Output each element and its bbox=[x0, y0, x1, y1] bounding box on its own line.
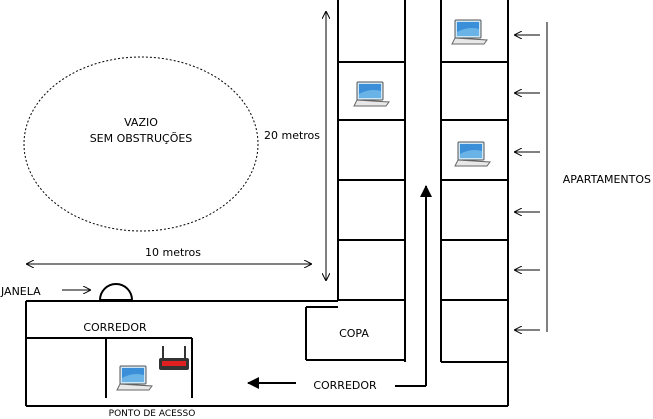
corridor-bottom-label: CORREDOR bbox=[313, 379, 377, 392]
apartments-label: APARTAMENTOS bbox=[563, 173, 651, 186]
building-walls bbox=[25, 0, 509, 407]
window-label: JANELA bbox=[0, 285, 41, 298]
empty-area-label-line1: VAZIO bbox=[124, 116, 158, 129]
laptop-icon bbox=[451, 19, 488, 45]
ten-meters-dimension: 10 metros bbox=[27, 246, 311, 264]
empty-area: VAZIO SEM OBSTRUÇÕES bbox=[23, 56, 259, 232]
twenty-meters-dimension: 20 metros bbox=[262, 12, 326, 280]
laptop-icon bbox=[116, 365, 153, 391]
window-icon bbox=[98, 283, 134, 301]
laptop-icon bbox=[353, 81, 390, 107]
twenty-meters-label: 20 metros bbox=[264, 129, 320, 142]
apartments-arrows: APARTAMENTOS bbox=[515, 22, 651, 332]
corridor-left-label: CORREDOR bbox=[83, 321, 147, 334]
corridor-path-arrow bbox=[247, 185, 432, 389]
empty-area-label-line2: SEM OBSTRUÇÕES bbox=[90, 132, 193, 145]
router-icon bbox=[159, 346, 189, 370]
ten-meters-label: 10 metros bbox=[145, 246, 201, 259]
copa-label: COPA bbox=[339, 327, 369, 340]
laptop-icon bbox=[454, 141, 491, 167]
window-marker: JANELA bbox=[0, 283, 134, 301]
access-point-label: PONTO DE ACESSO bbox=[109, 409, 196, 419]
